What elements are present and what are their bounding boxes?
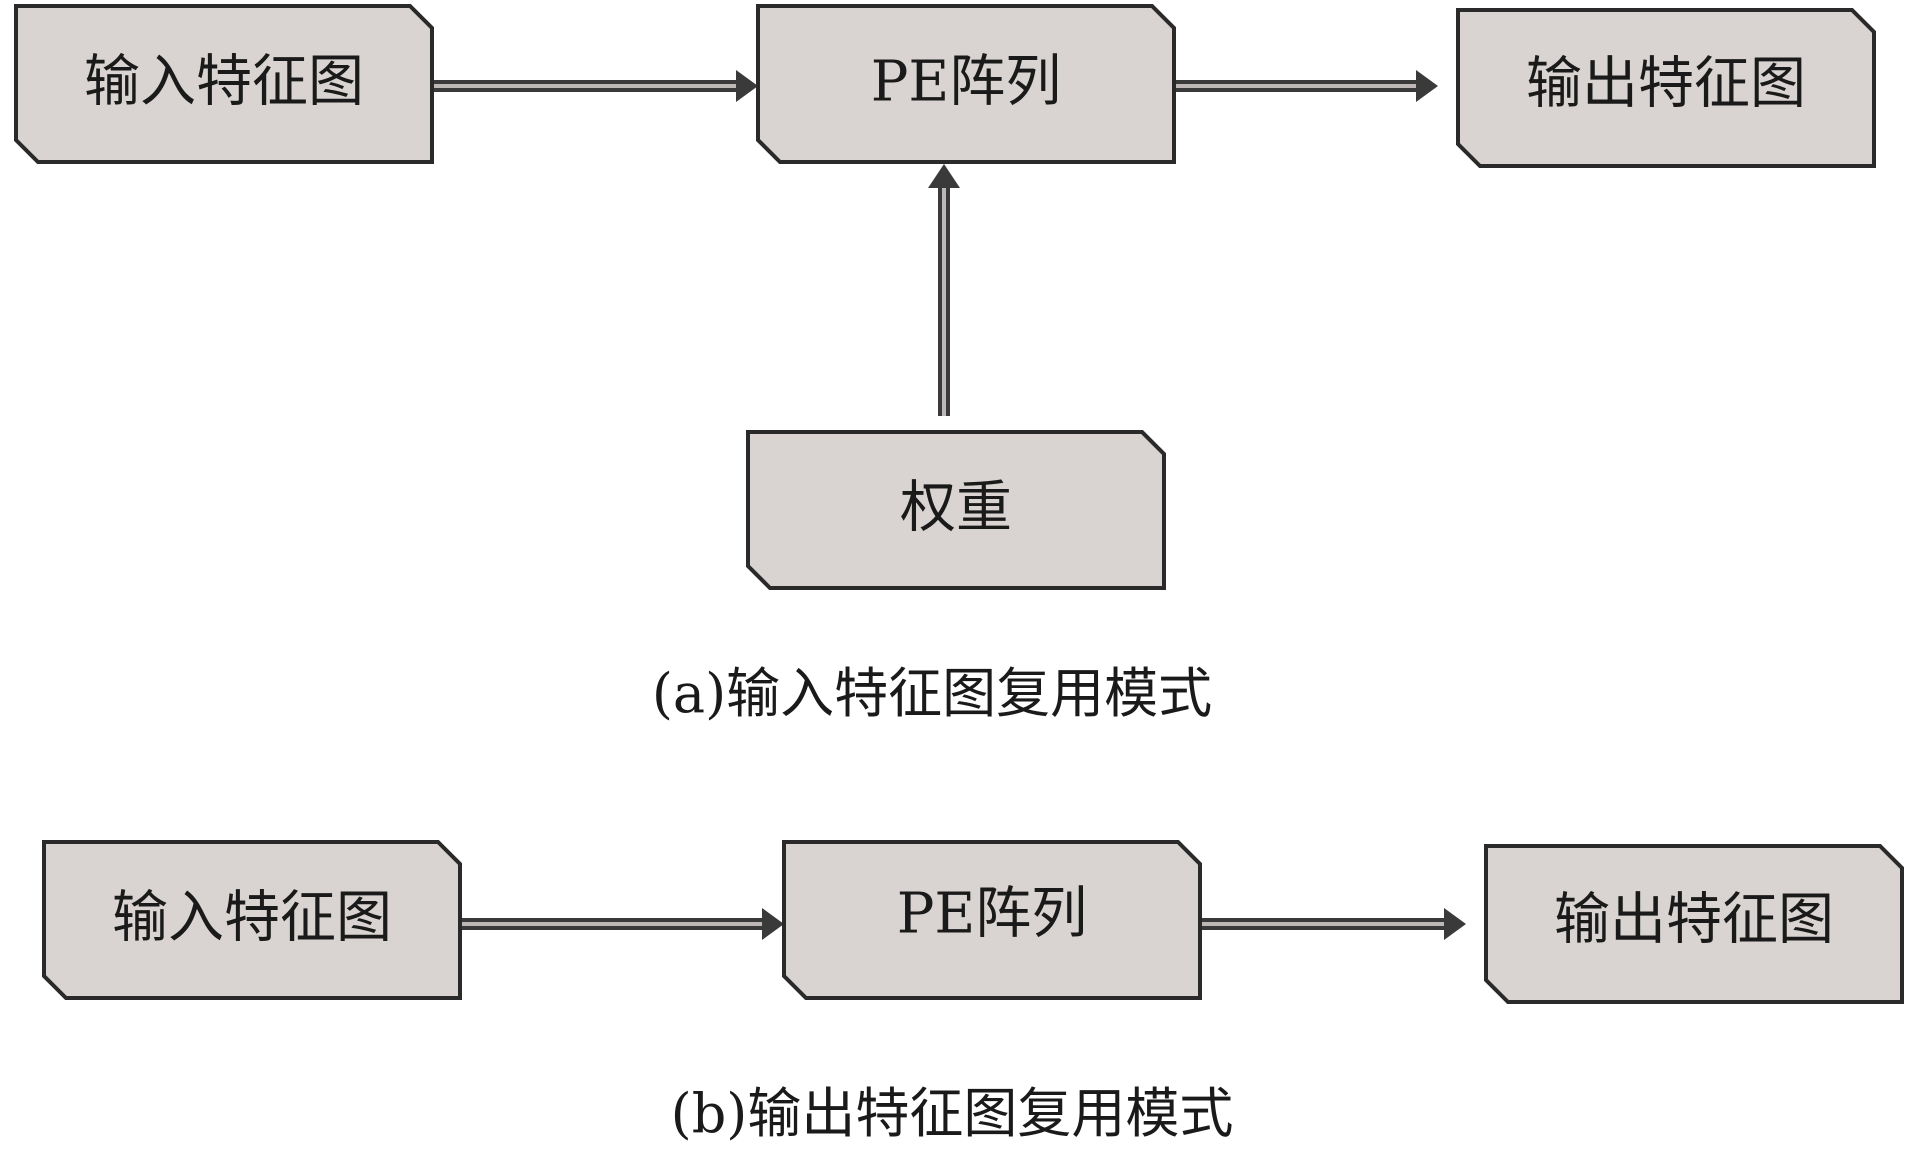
b-output-feature-map-box: 输出特征图 xyxy=(1484,844,1904,1004)
arrow-b-pe-to-output xyxy=(1200,908,1466,940)
diagram-b: 输入特征图 PE阵列 输出特征图 (b)输出特征图复用模式 xyxy=(42,840,1904,1145)
a-pe-array-box: PE阵列 xyxy=(756,4,1176,164)
arrow-b-input-to-pe xyxy=(460,908,784,940)
arrow-a-pe-to-output xyxy=(1172,70,1438,102)
b-pe-array-box: PE阵列 xyxy=(782,840,1202,1000)
arrow-a-input-to-pe xyxy=(432,70,758,102)
a-input-feature-map-box: 输入特征图 xyxy=(14,4,434,164)
arrow-a-weight-to-pe xyxy=(928,164,960,416)
a-output-feature-map-label: 输出特征图 xyxy=(1526,52,1806,117)
caption-b: (b)输出特征图复用模式 xyxy=(671,1082,1234,1145)
b-output-feature-map-label: 输出特征图 xyxy=(1554,888,1834,953)
a-input-feature-map-label: 输入特征图 xyxy=(84,50,364,115)
a-output-feature-map-box: 输出特征图 xyxy=(1456,8,1876,168)
a-weight-label: 权重 xyxy=(900,476,1012,541)
b-pe-array-label: PE阵列 xyxy=(897,882,1088,947)
b-input-feature-map-label: 输入特征图 xyxy=(112,886,392,951)
diagram-a: 输入特征图 PE阵列 输出特征图 权重 (a)输入特征图复用模式 xyxy=(14,4,1876,725)
a-weight-box: 权重 xyxy=(746,430,1166,590)
b-input-feature-map-box: 输入特征图 xyxy=(42,840,462,1000)
a-pe-array-label: PE阵列 xyxy=(871,50,1062,115)
caption-a: (a)输入特征图复用模式 xyxy=(652,662,1212,725)
